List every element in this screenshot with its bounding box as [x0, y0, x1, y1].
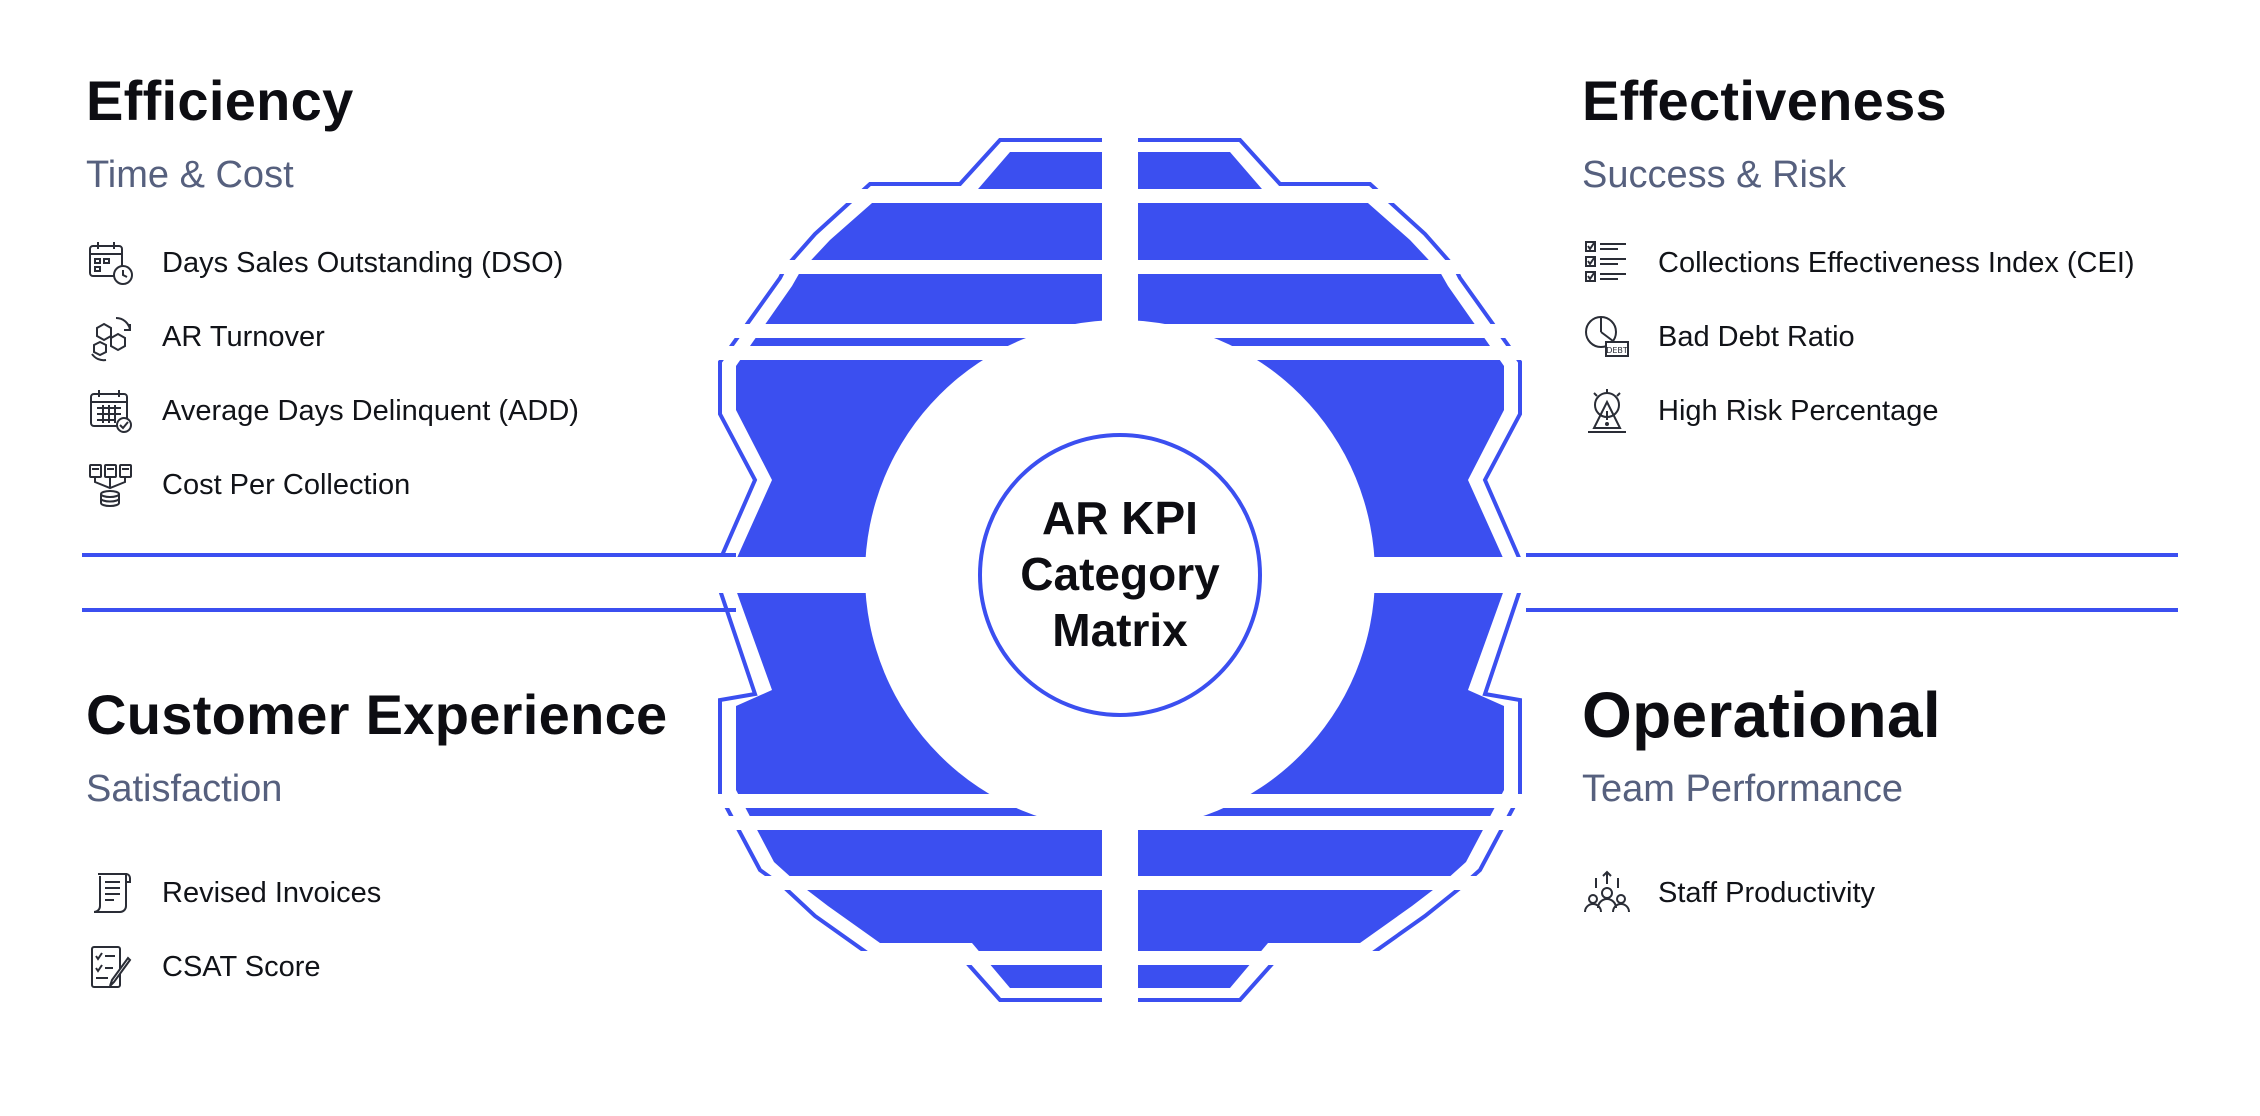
kpi-label: Average Days Delinquent (ADD): [162, 394, 579, 427]
quadrant-subtitle: Team Performance: [1582, 768, 1904, 810]
quadrant-effectiveness: Effectiveness Success & Risk Collections…: [1582, 66, 2135, 448]
team-growth-icon: [1584, 870, 1630, 913]
center-ring: [978, 433, 1262, 717]
quadrant-subtitle: Time & Cost: [86, 154, 294, 196]
cost-funnel-icon: [89, 464, 132, 507]
kpi-label: Staff Productivity: [1658, 876, 1876, 909]
quadrant-customer-experience: Customer Experience Satisfaction Revised…: [86, 680, 667, 1004]
calendar-check-icon: [90, 390, 132, 433]
kpi-list: Collections Effectiveness Index (CEI) DE…: [1582, 226, 2135, 448]
list-item: AR Turnover: [86, 300, 579, 374]
brain-outline: [718, 138, 1522, 1002]
kpi-label: Collections Effectiveness Index (CEI): [1658, 246, 2135, 279]
center-title-line: Category: [1020, 548, 1220, 600]
list-item: High Risk Percentage: [1582, 374, 2135, 448]
center-title-line: Matrix: [1052, 604, 1188, 656]
quadrant-operational: Operational Team Performance Staff Produ…: [1582, 680, 1941, 930]
kpi-label: Bad Debt Ratio: [1658, 320, 1855, 353]
kpi-label: High Risk Percentage: [1658, 394, 1939, 427]
kpi-label: Days Sales Outstanding (DSO): [162, 246, 564, 279]
kpi-list: Revised Invoices CSAT Score: [86, 856, 667, 1004]
checklist-icon: [1585, 241, 1626, 282]
quadrant-subtitle: Satisfaction: [86, 768, 283, 810]
svg-text:DEBT: DEBT: [1606, 346, 1628, 355]
kpi-label: Revised Invoices: [162, 876, 382, 909]
quadrant-title: Effectiveness: [1582, 69, 1947, 132]
center-title-line: AR KPI: [1042, 492, 1198, 544]
list-item: Collections Effectiveness Index (CEI): [1582, 226, 2135, 300]
quadrant-efficiency: Efficiency Time & Cost Days Sales Outsta…: [86, 66, 579, 522]
calendar-clock-icon: [89, 242, 133, 285]
center-title: AR KPI Category Matrix: [1000, 490, 1240, 658]
quadrant-title: Efficiency: [86, 69, 354, 132]
debt-pie-icon: DEBT: [1585, 316, 1629, 357]
survey-pen-icon: [91, 946, 132, 988]
kpi-label: AR Turnover: [162, 320, 325, 353]
quadrant-subtitle: Success & Risk: [1582, 154, 1846, 196]
list-item: Average Days Delinquent (ADD): [86, 374, 579, 448]
kpi-list: Days Sales Outstanding (DSO) AR Turnover: [86, 226, 579, 522]
invoice-scroll-icon: [93, 873, 131, 913]
list-item: Revised Invoices: [86, 856, 667, 930]
quadrant-title: Operational: [1582, 679, 1941, 751]
list-item: Days Sales Outstanding (DSO): [86, 226, 579, 300]
list-item: CSAT Score: [86, 930, 667, 1004]
list-item: DEBT Bad Debt Ratio: [1582, 300, 2135, 374]
risk-warning-icon: [1588, 389, 1626, 433]
cycle-hexagons-icon: [91, 316, 131, 362]
list-item: Staff Productivity: [1582, 856, 1941, 930]
kpi-list: Staff Productivity: [1582, 856, 1941, 930]
quadrant-title: Customer Experience: [86, 683, 668, 746]
kpi-label: CSAT Score: [162, 950, 321, 983]
list-item: Cost Per Collection: [86, 448, 579, 522]
kpi-label: Cost Per Collection: [162, 468, 411, 501]
